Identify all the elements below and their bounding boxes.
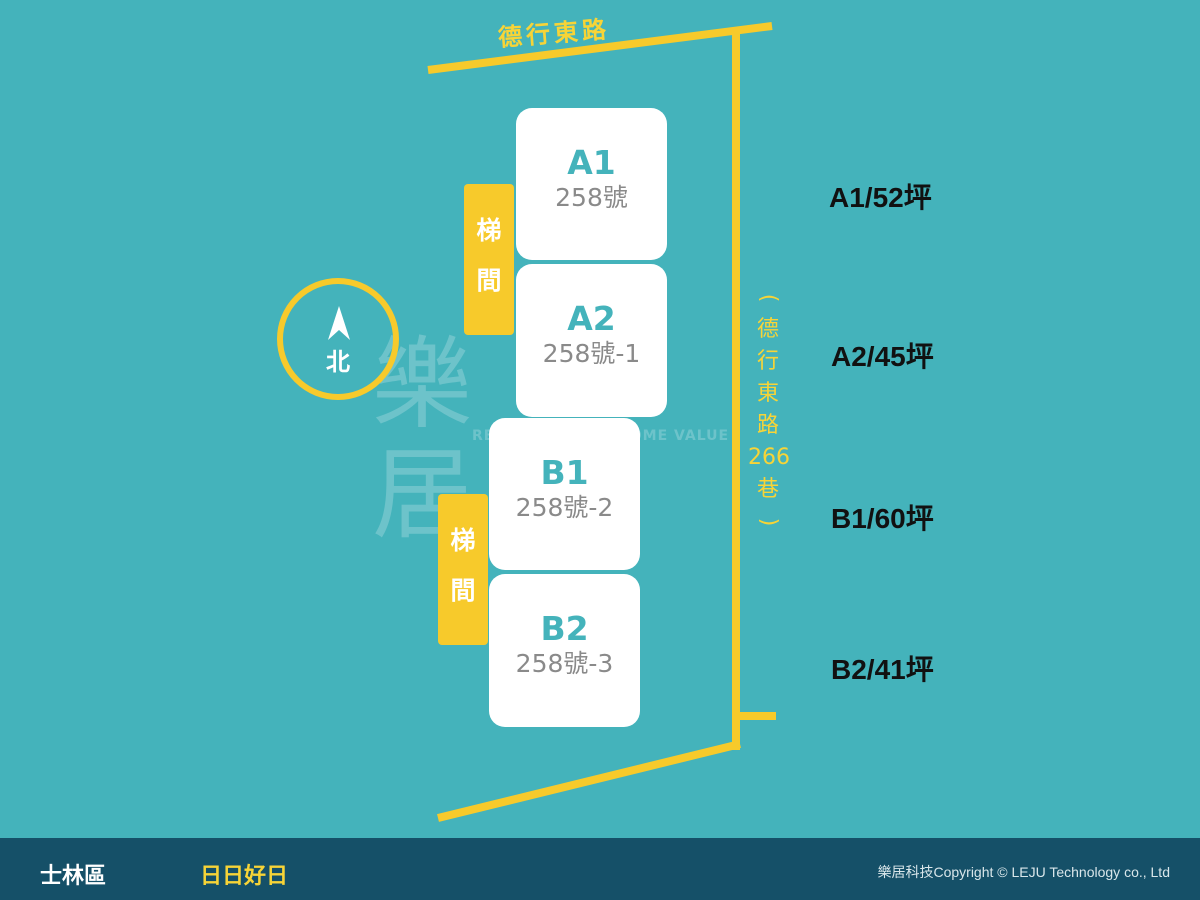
unit-a2: A2 258號-1 <box>516 264 667 417</box>
north-arrow-icon <box>328 306 350 340</box>
side-road-char: 德 <box>756 317 779 342</box>
unit-b1: B1 258號-2 <box>489 418 640 570</box>
unit-code: A2 <box>567 299 616 338</box>
unit-address: 258號 <box>555 183 628 212</box>
unit-area-a2: A2/45坪 <box>831 341 934 372</box>
stairwell-char: 梯 <box>476 216 502 245</box>
stairwell-char: 間 <box>476 266 502 295</box>
unit-address: 258號-3 <box>515 649 614 678</box>
copyright-text: 樂居科技Copyright © LEJU Technology co., Ltd <box>877 864 1170 880</box>
unit-area-b1: B1/60坪 <box>831 503 934 534</box>
compass-label: 北 <box>326 348 350 376</box>
project-name: 日日好日 <box>200 864 289 889</box>
footer-bar: 士林區 日日好日 樂居科技Copyright © LEJU Technology… <box>0 838 1200 900</box>
top-road-line <box>427 22 773 74</box>
unit-b2: B2 258號-3 <box>489 574 640 727</box>
stairwell-b: 梯 間 <box>438 494 488 645</box>
unit-address: 258號-2 <box>515 493 614 522</box>
unit-code: B2 <box>540 609 589 648</box>
side-road-char: 巷 <box>756 477 779 502</box>
north-compass: 北 <box>277 278 399 400</box>
stairwell-char: 間 <box>450 576 476 605</box>
unit-address: 258號-1 <box>542 339 641 368</box>
unit-code: B1 <box>540 453 589 492</box>
stairwell-a: 梯 間 <box>464 184 514 335</box>
side-road-char: 行 <box>756 349 779 374</box>
side-road-char: 266 <box>748 445 790 470</box>
unit-area-b2: B2/41坪 <box>831 654 934 685</box>
bottom-road-line <box>437 740 741 822</box>
road-lines <box>427 22 776 822</box>
floor-plan-map: 德行東路 ( 德 行 東 路 266 巷 ) 樂居 REDEFINE YOUR … <box>277 15 934 822</box>
stairwell-char: 梯 <box>450 526 476 555</box>
unit-a1: A1 258號 <box>516 108 667 260</box>
district-label: 士林區 <box>40 864 107 889</box>
side-road-paren-close: ) <box>756 517 781 527</box>
side-road-char: 東 <box>756 381 779 406</box>
side-road-char: 路 <box>756 413 779 438</box>
unit-code: A1 <box>567 143 616 182</box>
unit-area-a1: A1/52坪 <box>829 182 932 213</box>
side-road-label: ( 德 行 東 路 266 巷 ) <box>748 282 790 538</box>
side-road-paren-open: ( <box>756 293 781 303</box>
